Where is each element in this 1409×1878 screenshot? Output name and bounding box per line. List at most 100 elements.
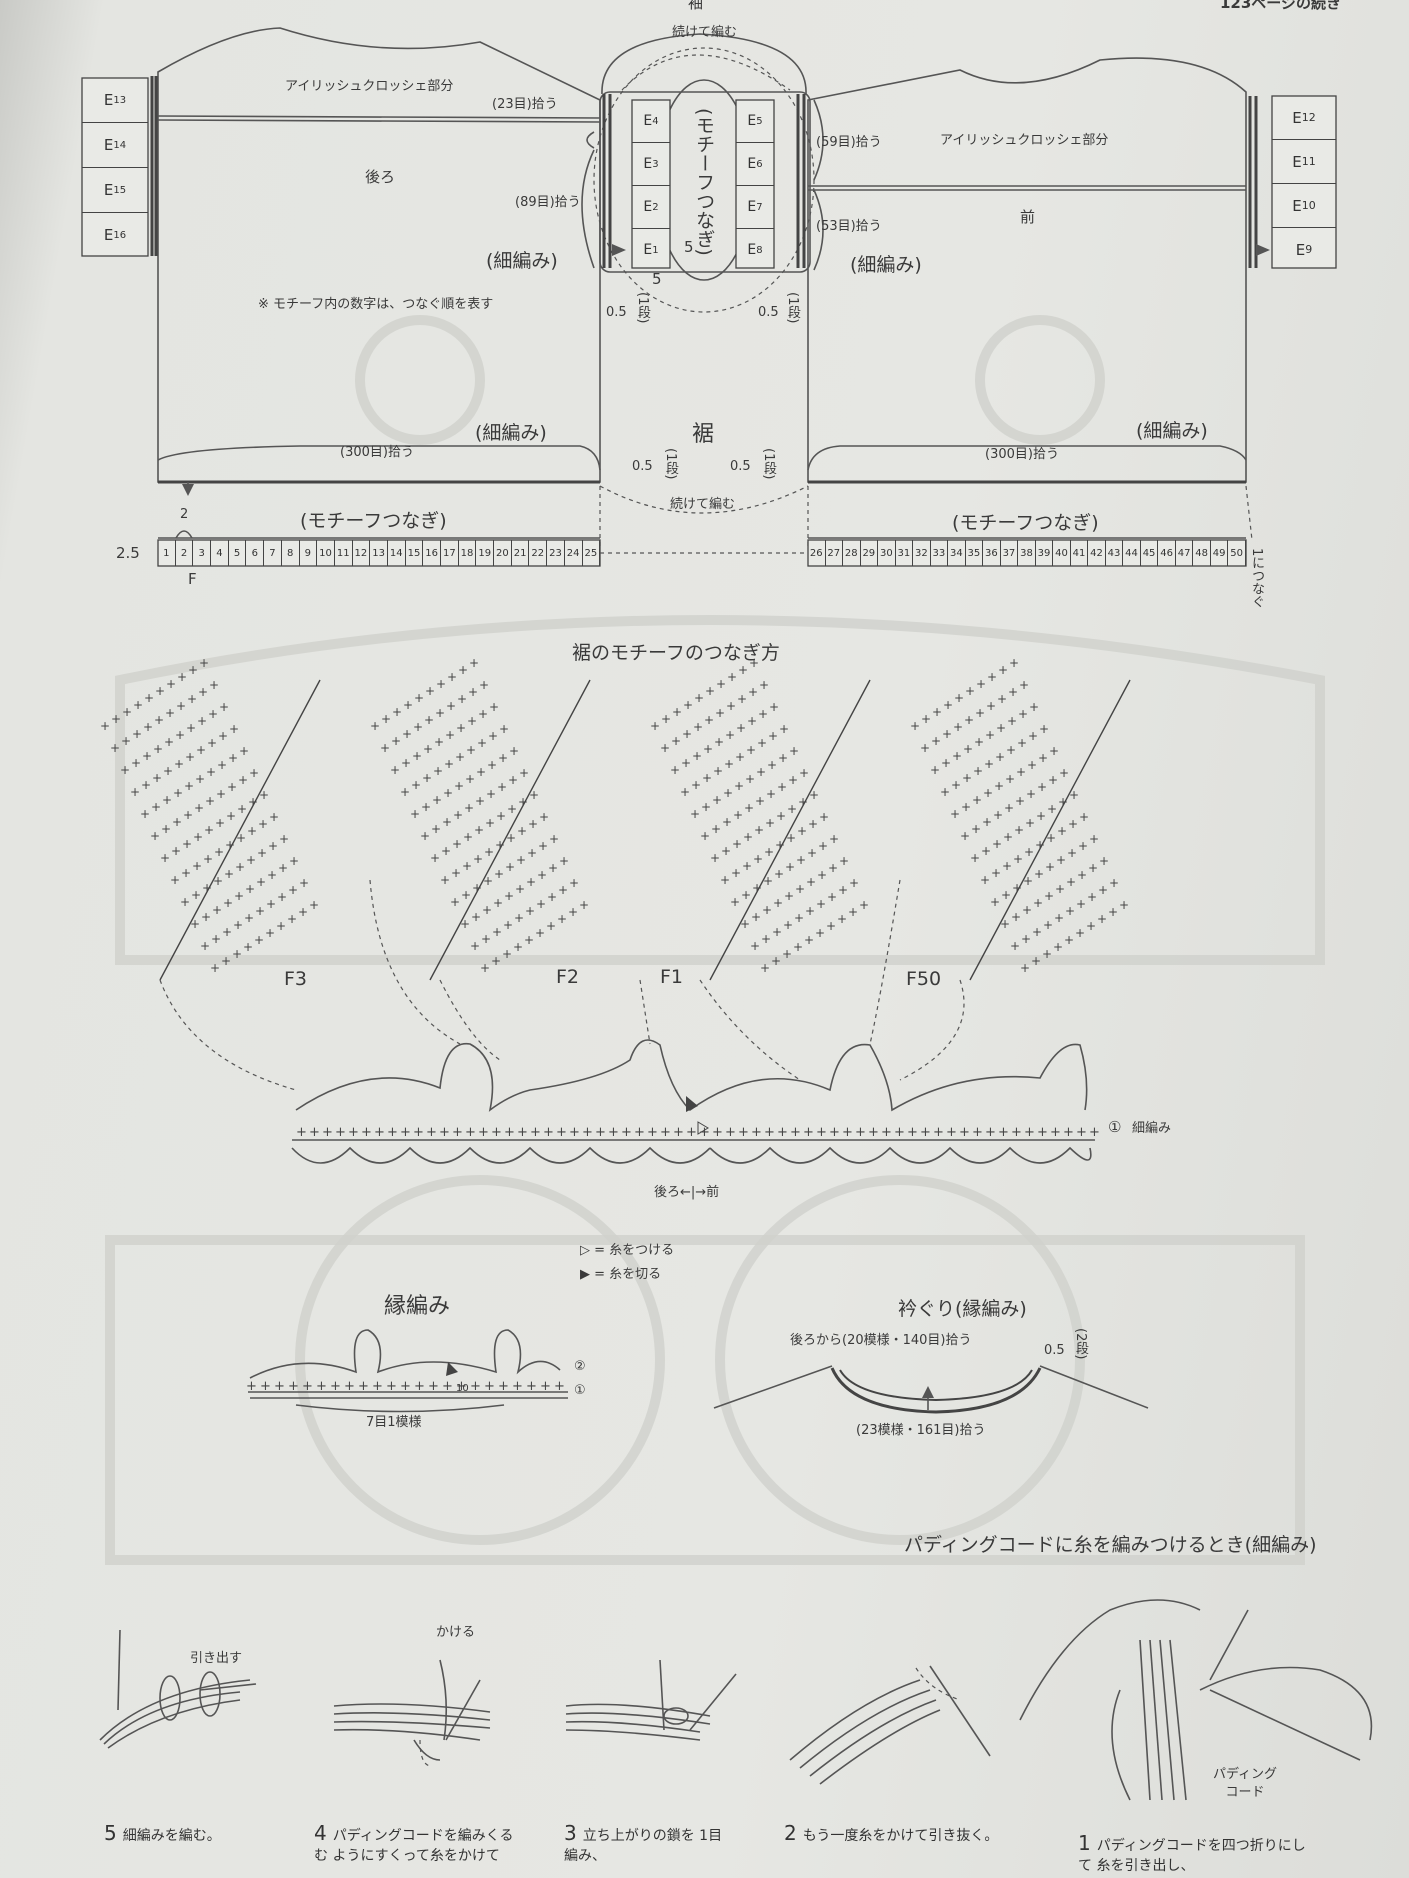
stitch-symbol: + [442, 815, 452, 829]
stitch-symbol: + [764, 845, 774, 859]
stitch-symbol: + [121, 734, 131, 748]
stitch-symbol: + [457, 692, 467, 706]
stitch-symbol: + [370, 719, 380, 733]
hem-motif-cell: 37 [1001, 540, 1019, 566]
hem-single-crochet-left: (細編み) [475, 422, 547, 444]
stitch-symbol: + [985, 728, 995, 742]
sc-stitch: + [868, 1125, 879, 1140]
stitch-symbol: + [992, 837, 1002, 851]
stitch-symbol: + [503, 918, 513, 932]
stitch-symbol: + [794, 911, 804, 925]
hem-motif-cell: 43 [1106, 540, 1124, 566]
motif-chart: ++++++++++++++++++++++++++++++++++++++++… [910, 656, 1131, 981]
knit-continuous-top: 続けて編む [672, 25, 738, 40]
stitch-symbol: + [782, 947, 792, 961]
sc-stitch: + [790, 1125, 801, 1140]
stitch-symbol: + [185, 750, 195, 764]
stitch-symbol: + [246, 853, 256, 867]
stitch-symbol: + [1027, 758, 1037, 772]
stitch-symbol: + [826, 919, 836, 933]
stitch-symbol: + [456, 721, 466, 735]
stitch-symbol: + [1067, 846, 1077, 860]
stitch-symbol: + [974, 735, 984, 749]
stitch-symbol: + [390, 763, 400, 777]
stitch-symbol: + [400, 785, 410, 799]
edging-num-10: 10 [456, 1383, 469, 1394]
stitch-symbol: + [193, 830, 203, 844]
stitch-symbol: + [509, 744, 519, 758]
sc-stitch: + [1063, 1125, 1074, 1140]
stitch-symbol: + [197, 714, 207, 728]
stitch-symbol: + [773, 896, 783, 910]
stitch-symbol: + [734, 779, 744, 793]
stitch-symbol: + [203, 852, 213, 866]
stitch-symbol: + [732, 837, 742, 851]
stitch-symbol: + [910, 719, 920, 733]
stitch-symbol: + [498, 751, 508, 765]
stitch-symbol: + [1075, 926, 1085, 940]
stitch-symbol: + [737, 692, 747, 706]
hem-motif-cell: 25 [583, 540, 601, 566]
sc-stitch: + [386, 1379, 397, 1394]
hem-motif-cell: 41 [1071, 540, 1089, 566]
stitch-symbol: + [466, 743, 476, 757]
row-05-left: 0.5 [606, 305, 627, 320]
hem-motif-cell: 9 [300, 540, 318, 566]
stitch-symbol: + [703, 742, 713, 756]
stitch-symbol: + [243, 940, 253, 954]
stitch-symbol: + [163, 764, 173, 778]
stitch-symbol: + [423, 742, 433, 756]
stitch-symbol: + [727, 670, 737, 684]
e-prefix: E [747, 156, 757, 172]
e-num: 15 [113, 184, 127, 196]
sc-stitch: + [569, 1125, 580, 1140]
single-crochet-right-label: (細編み) [850, 254, 922, 276]
stitch-symbol: + [557, 912, 567, 926]
stitch-symbol: + [1012, 881, 1022, 895]
stitch-symbol: + [722, 815, 732, 829]
stitch-symbol: + [143, 720, 153, 734]
stitch-symbol: + [1014, 823, 1024, 837]
stitch-symbol: + [806, 875, 816, 889]
stitch-symbol: + [772, 925, 782, 939]
sc-stitch: + [414, 1379, 425, 1394]
row-1dan-right: (1段) [785, 292, 800, 324]
stitch-symbol: + [1020, 961, 1030, 975]
stitch-symbol: + [431, 822, 441, 836]
stitch-symbol: + [680, 785, 690, 799]
neckline-pick-bottom: (23模様・161目)拾う [856, 1423, 986, 1438]
sc-stitch: + [478, 1125, 489, 1140]
stitch-symbol: + [1079, 810, 1089, 824]
stitch-symbol: + [775, 838, 785, 852]
stitch-symbol: + [569, 876, 579, 890]
sc-stitch: + [842, 1125, 853, 1140]
stitch-symbol: + [204, 823, 214, 837]
stitch-symbol: + [987, 670, 997, 684]
stitch-symbol: + [1007, 714, 1017, 728]
sc-stitch: + [335, 1125, 346, 1140]
stitch-symbol: + [994, 779, 1004, 793]
stitch-symbol: + [1057, 824, 1067, 838]
e-num: 5 [756, 115, 763, 127]
stitch-symbol: + [248, 795, 258, 809]
stitch-symbol: + [502, 947, 512, 961]
stitch-symbol: + [1028, 729, 1038, 743]
stitch-symbol: + [174, 757, 184, 771]
step-number: 2 [784, 1821, 797, 1845]
stitch-symbol: + [443, 786, 453, 800]
stitch-symbol: + [546, 919, 556, 933]
stitch-symbol: + [153, 742, 163, 756]
stitch-symbol: + [768, 729, 778, 743]
sc-stitch: + [526, 1379, 537, 1394]
stitch-symbol: + [170, 873, 180, 887]
stitch-symbol: + [528, 817, 538, 831]
stitch-symbol: + [1031, 954, 1041, 968]
stitch-symbol: + [742, 859, 752, 873]
sc-stitch: + [296, 1125, 307, 1140]
stitch-symbol: + [122, 705, 132, 719]
stitch-symbol: + [214, 845, 224, 859]
stitch-symbol: + [1001, 888, 1011, 902]
stitch-symbol: + [514, 911, 524, 925]
